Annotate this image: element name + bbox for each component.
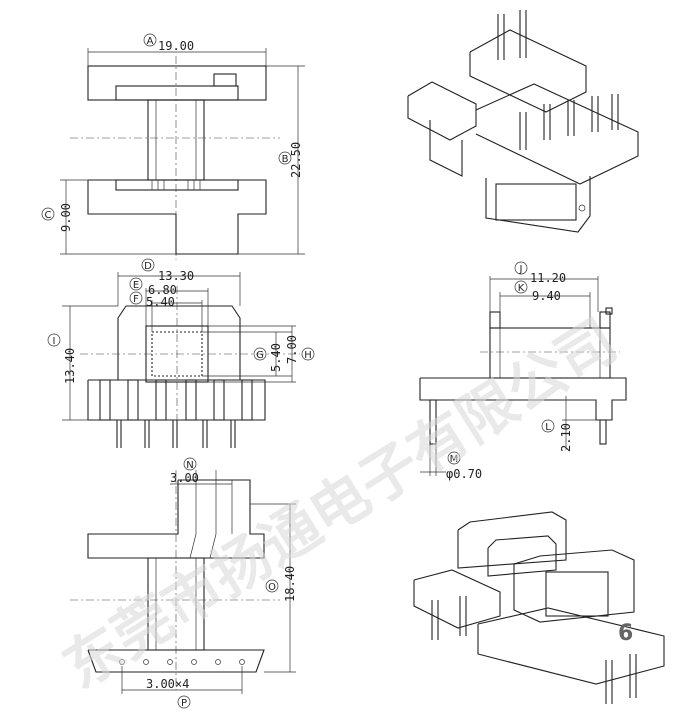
page-number: 6 [618, 621, 633, 646]
dim-C-letter: C [45, 210, 52, 221]
company-watermark: 东莞市扬通电子有限公司 [51, 306, 628, 702]
front-view: D 13.30 E 6.80 F 5.40 G 5.40 H 7.00 [47, 258, 315, 448]
dim-A-letter: A [147, 36, 154, 47]
side-view: J 11.20 K 9.40 L 2.10 M φ0.70 [419, 261, 627, 481]
dim-K-letter: K [518, 283, 525, 294]
dim-D-letter: D [144, 261, 152, 272]
dim-O-value: 18.40 [283, 566, 297, 602]
dim-C-value: 9.00 [59, 203, 73, 232]
dim-M-circle [447, 451, 461, 465]
dim-N-circle [183, 457, 197, 471]
dim-N-letter: N [186, 460, 193, 471]
bottom-view: N 3.00 O 18.40 3.00×4 P [70, 457, 297, 709]
dim-C-circle [41, 207, 55, 221]
dim-E-value: 6.80 [148, 283, 177, 297]
dim-H-letter: H [304, 350, 312, 361]
isometric-view-bottom [413, 511, 665, 704]
isometric-view-top [407, 10, 639, 233]
dim-O-letter: O [268, 582, 276, 593]
dim-P-value: 3.00×4 [146, 677, 189, 691]
dim-M-letter: M [450, 454, 459, 465]
dim-E-circle [129, 277, 143, 291]
dim-F-circle [129, 291, 143, 305]
dim-I-value: 13.40 [63, 348, 77, 384]
dim-K-value: 9.40 [532, 289, 561, 303]
dim-P-circle [177, 695, 191, 709]
dim-K-circle [514, 280, 528, 294]
dim-I-circle [47, 333, 61, 347]
dim-J-value: 11.20 [530, 271, 566, 285]
dim-F-letter: F [133, 294, 139, 305]
dim-B-value: 22.50 [289, 142, 303, 178]
dim-B-circle [278, 151, 292, 165]
dim-B-letter: B [282, 154, 289, 165]
dim-J-circle [514, 261, 528, 275]
dim-L-value: 2.10 [559, 423, 573, 452]
dim-G-letter: G [256, 350, 264, 361]
dim-G-value: 5.40 [269, 343, 283, 372]
dim-F-value: 5.40 [146, 295, 175, 309]
dim-A-value: 19.00 [158, 39, 194, 53]
dim-I-letter: I [53, 336, 56, 347]
dim-A-circle [143, 33, 157, 47]
dim-H-circle [301, 347, 315, 361]
dim-G-circle [253, 347, 267, 361]
dim-O-circle [265, 579, 279, 593]
dim-J-letter: J [519, 264, 523, 275]
dim-H-value: 7.00 [285, 335, 299, 364]
dim-P-letter: P [181, 698, 187, 709]
dim-E-letter: E [133, 280, 139, 291]
dim-D-circle [141, 258, 155, 272]
dim-D-value: 13.30 [158, 269, 194, 283]
dim-L-circle [541, 419, 555, 433]
dim-M-value: φ0.70 [446, 467, 482, 481]
dim-L-letter: L [545, 422, 551, 433]
top-view: A 19.00 B 22.50 C 9.00 [41, 33, 305, 260]
dim-N-value: 3.00 [170, 471, 199, 485]
